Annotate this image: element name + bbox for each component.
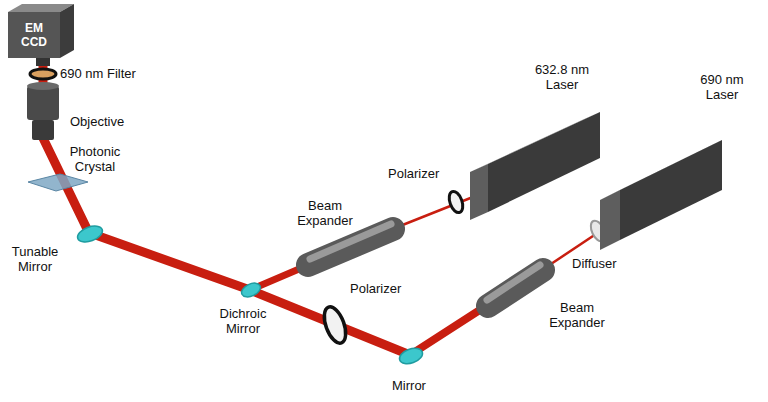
component-label: Polarizer bbox=[350, 281, 401, 296]
component-label: Beam Expander bbox=[290, 198, 360, 228]
component-label: Photonic Crystal bbox=[64, 144, 126, 174]
beam-expander bbox=[487, 265, 543, 306]
component-label: Dichroic Mirror bbox=[212, 306, 274, 336]
camera-box: EM CCD bbox=[8, 12, 60, 58]
laser bbox=[600, 140, 722, 250]
component-label: Mirror bbox=[392, 378, 426, 393]
component-label: Tunable Mirror bbox=[4, 244, 66, 274]
component-label: Objective bbox=[70, 114, 124, 129]
em-ccd-camera bbox=[8, 4, 74, 66]
component-label: Beam Expander bbox=[542, 300, 612, 330]
laser-label: 690 nm Laser bbox=[686, 72, 758, 102]
photonic-crystal bbox=[28, 174, 88, 191]
objective bbox=[27, 82, 59, 140]
mirror bbox=[397, 345, 424, 366]
beam-expander bbox=[308, 224, 393, 265]
laser bbox=[470, 112, 600, 220]
tunable-mirror bbox=[75, 223, 104, 245]
component-label: 690 nm Filter bbox=[60, 66, 136, 81]
laser-beam bbox=[43, 60, 605, 355]
polarizer bbox=[320, 304, 350, 346]
component-label: Polarizer bbox=[388, 166, 439, 181]
component-label: Diffuser bbox=[572, 256, 617, 271]
laser-label: 632.8 nm Laser bbox=[522, 62, 602, 92]
polarizer bbox=[447, 190, 466, 215]
dichroic-mirror bbox=[239, 280, 262, 299]
filter bbox=[30, 69, 56, 79]
camera-label: EM CCD bbox=[16, 21, 52, 49]
